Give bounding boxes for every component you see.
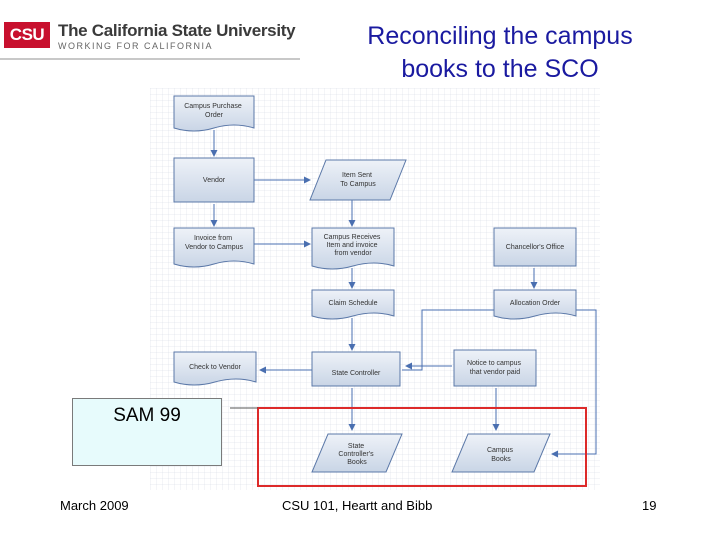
node-notice-to-campus: Notice to campus that vendor paid xyxy=(453,349,537,387)
node-invoice: Invoice from Vendor to Campus xyxy=(173,227,255,268)
node-campus-po: Campus Purchase Order xyxy=(173,95,255,132)
node-check-to-vendor: Check to Vendor xyxy=(173,351,257,386)
csu-logo: CSU The California State University WORK… xyxy=(0,18,300,60)
connector-controller-to-allocation xyxy=(402,309,494,371)
reconciliation-highlight-box xyxy=(257,407,587,487)
node-vendor: Vendor xyxy=(173,157,255,203)
footer-page-number: 19 xyxy=(642,498,657,513)
flowchart-diagram: Campus Purchase Order Vendor Item Sent T… xyxy=(150,88,600,490)
university-tagline: WORKING FOR CALIFORNIA xyxy=(58,41,214,51)
node-campus-receives: Campus Receives Item and invoice from ve… xyxy=(311,227,395,270)
svg-text:Campus Purchase Order: Campus Purchase Order xyxy=(184,103,244,119)
svg-text:Claim Schedule: Claim Schedule xyxy=(328,300,377,307)
node-campus-books: Campus Books xyxy=(451,433,551,473)
footer-date: March 2009 xyxy=(60,498,129,513)
csu-logo-mark: CSU xyxy=(4,22,50,48)
connector-allocation-to-campusbooks xyxy=(551,309,597,458)
university-name: The California State University xyxy=(58,21,296,40)
svg-text:Allocation Order: Allocation Order xyxy=(510,300,561,307)
svg-text:Invoice from Vendor to C: Invoice from Vendor to Campus xyxy=(185,235,243,251)
sam-99-label: SAM 99 xyxy=(113,405,181,426)
node-item-sent: Item Sent To Campus xyxy=(309,159,407,201)
svg-text:State Controller: State Controller xyxy=(332,370,381,377)
footer-course: CSU 101, Heartt and Bibb xyxy=(282,498,433,513)
svg-text:Campus Receives Item and: Campus Receives Item and invoice from ve… xyxy=(324,234,383,257)
svg-text:Notice to campus that ve: Notice to campus that vendor paid xyxy=(467,360,523,376)
node-claim-schedule: Claim Schedule xyxy=(311,289,395,320)
svg-text:Campus Books: Campus Books xyxy=(487,447,515,463)
node-allocation-order: Allocation Order xyxy=(493,289,577,320)
svg-text:Chancellor's Office: Chancellor's Office xyxy=(506,244,565,251)
node-state-controller: State Controller xyxy=(311,351,401,387)
node-state-controllers-books: State Controller's Books xyxy=(311,433,403,473)
svg-text:State Controller's: State Controller's Books xyxy=(338,443,375,466)
diagram-grid-background xyxy=(150,88,600,490)
svg-text:Vendor: Vendor xyxy=(203,177,226,184)
node-chancellors-office: Chancellor's Office xyxy=(493,227,577,267)
slide-title: Reconciling the campus books to the SCO xyxy=(367,22,633,83)
svg-text:Item Sent To Campus: Item Sent To Campus xyxy=(340,172,376,188)
svg-text:Check to Vendor: Check to Vendor xyxy=(189,364,241,371)
sam-99-box: SAM 99 xyxy=(72,398,222,466)
